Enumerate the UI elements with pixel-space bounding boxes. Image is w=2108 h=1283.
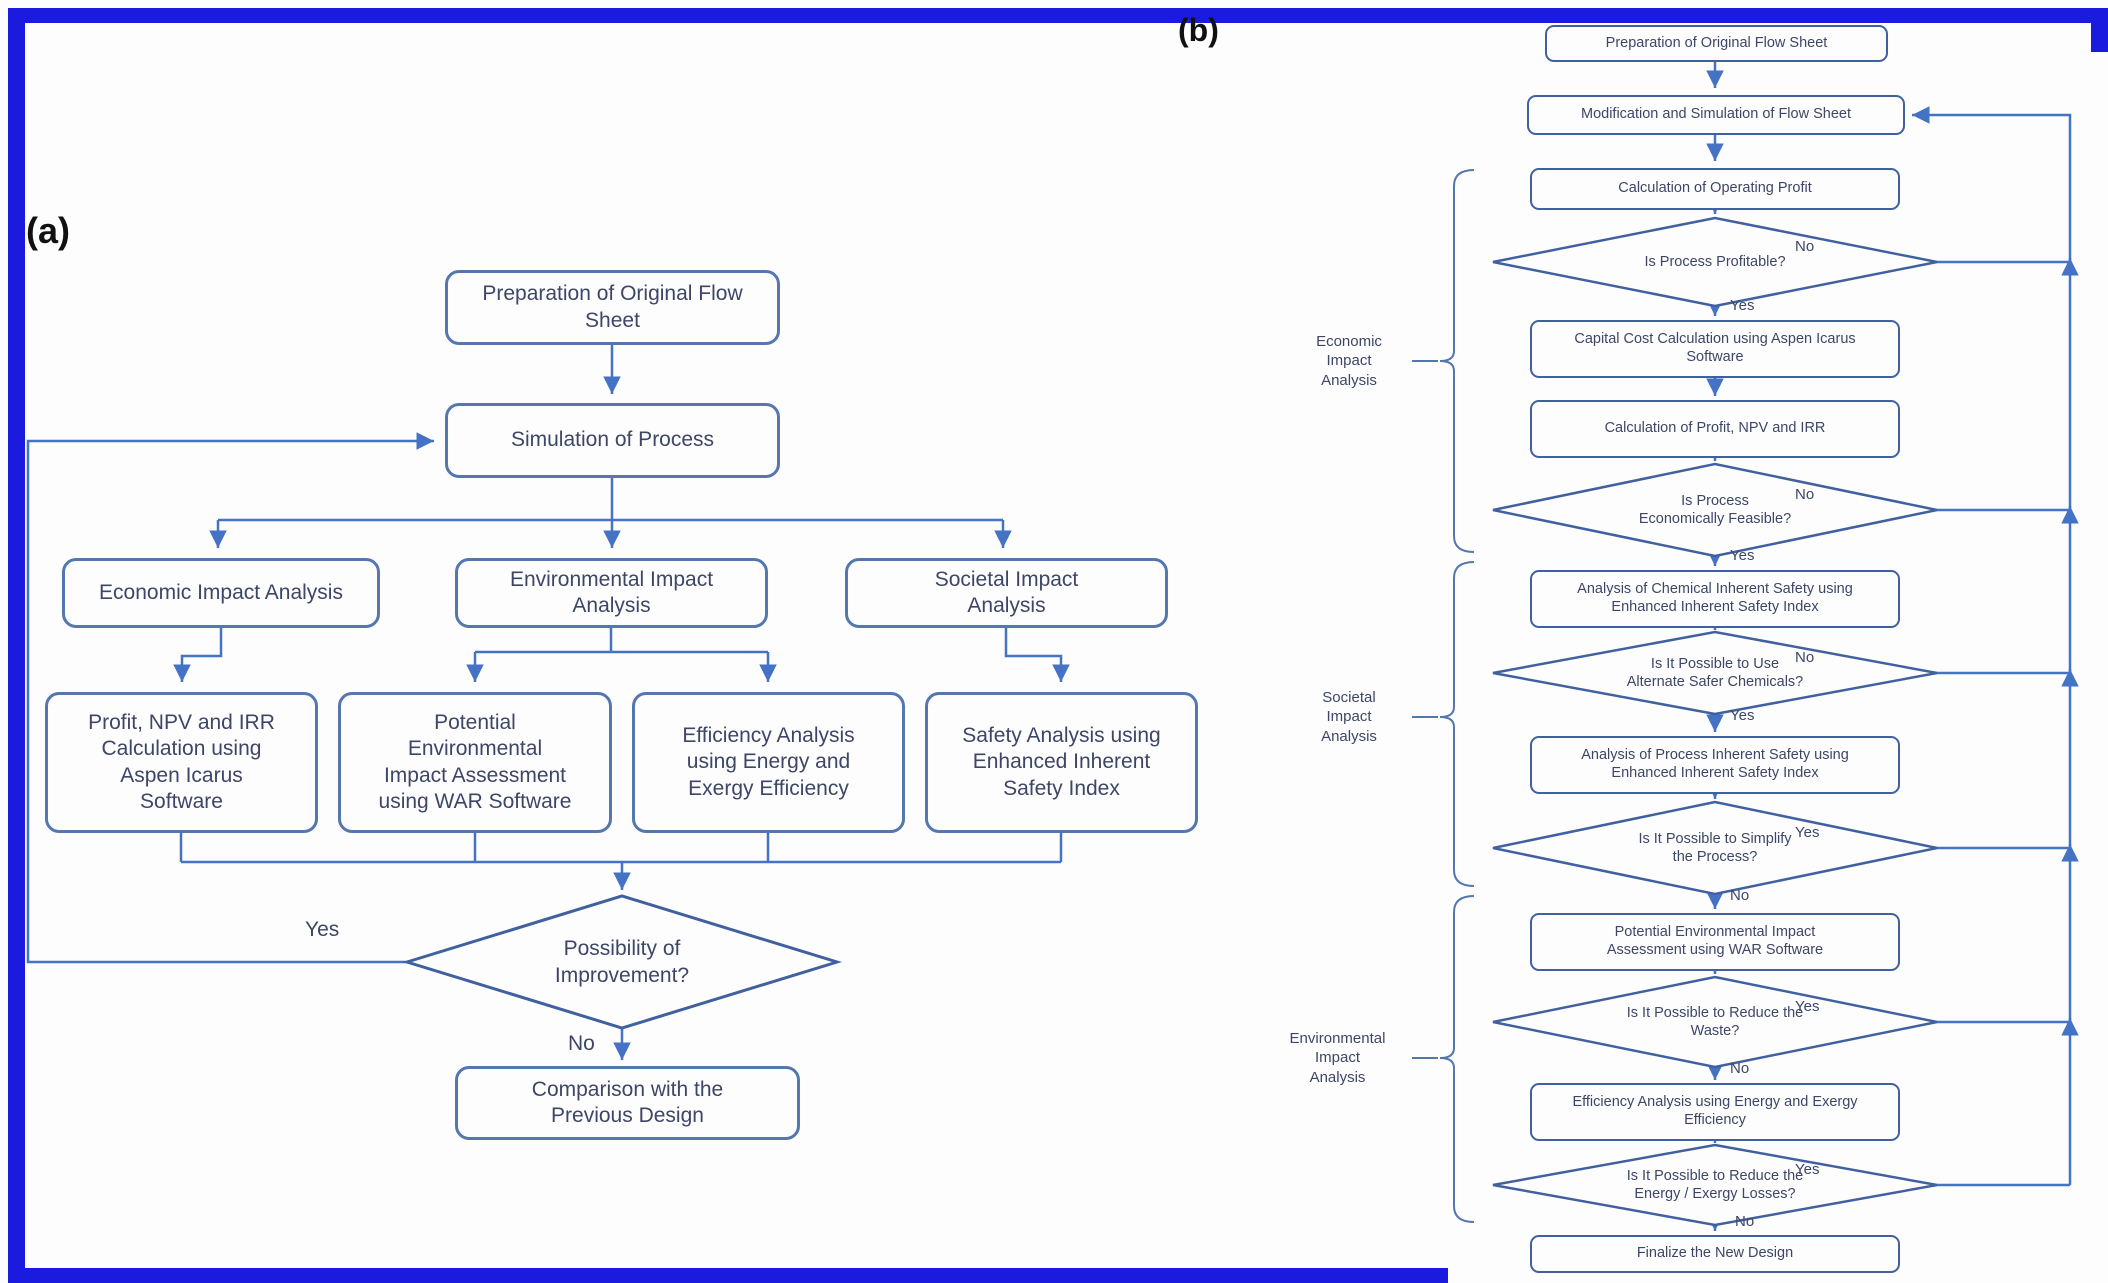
node-a-preparation: Preparation of Original Flow Sheet <box>445 270 780 345</box>
node-a-environmental: Environmental Impact Analysis <box>455 558 768 628</box>
branch-b5-down-label: No <box>1730 1060 1750 1077</box>
node-a-efficiency: Efficiency Analysis using Energy and Exe… <box>632 692 905 833</box>
node-b-process-safety: Analysis of Process Inherent Safety usin… <box>1530 736 1900 794</box>
branch-b4-down-label: No <box>1730 887 1750 904</box>
decision-b-profitable: Is Process Profitable? <box>1644 253 1786 270</box>
node-a-comparison: Comparison with the Previous Design <box>455 1066 800 1140</box>
branch-a-yes-label: Yes <box>305 918 340 941</box>
node-b-efficiency: Efficiency Analysis using Energy and Exe… <box>1530 1083 1900 1141</box>
node-b-profit-npv-irr: Calculation of Profit, NPV and IRR <box>1530 400 1900 458</box>
branch-b4-right-label: Yes <box>1795 824 1820 841</box>
node-a-profit-npv-irr: Profit, NPV and IRR Calculation using As… <box>45 692 318 833</box>
branch-b1-down-label: Yes <box>1730 297 1755 314</box>
branch-b5-right-label: Yes <box>1795 998 1820 1015</box>
section-label-environmental: Environmental Impact Analysis <box>1289 1029 1386 1086</box>
frame-top <box>8 8 2100 23</box>
branch-b6-down-label: No <box>1735 1213 1755 1230</box>
decision-b-reduce-waste: Is It Possible to Reduce the Waste? <box>1626 1004 1804 1039</box>
node-a-societal: Societal Impact Analysis <box>845 558 1168 628</box>
node-b-capital-cost: Capital Cost Calculation using Aspen Ica… <box>1530 320 1900 378</box>
frame-left <box>8 8 25 1283</box>
branch-b1-right-label: No <box>1795 238 1815 255</box>
node-a-war-assessment: Potential Environmental Impact Assessmen… <box>338 692 612 833</box>
panel-a-label: (a) <box>26 210 70 251</box>
decision-b-reduce-energy-losses: Is It Possible to Reduce the Energy / Ex… <box>1626 1167 1804 1202</box>
branch-b6-right-label: Yes <box>1795 1161 1820 1178</box>
branch-b3-down-label: Yes <box>1730 707 1755 724</box>
node-b-finalize: Finalize the New Design <box>1530 1235 1900 1273</box>
branch-b3-right-label: No <box>1795 649 1815 666</box>
node-a-simulation: Simulation of Process <box>445 403 780 478</box>
section-label-economic: Economic Impact Analysis <box>1316 332 1382 389</box>
branch-b2-down-label: Yes <box>1730 547 1755 564</box>
section-label-societal: Societal Impact Analysis <box>1321 688 1377 745</box>
decision-b-alternate-chemicals: Is It Possible to Use Alternate Safer Ch… <box>1626 655 1804 690</box>
node-b-modification: Modification and Simulation of Flow Shee… <box>1527 95 1905 135</box>
frame-bottom <box>8 1268 1448 1283</box>
frame-right-nub <box>2091 8 2108 52</box>
node-a-safety: Safety Analysis using Enhanced Inherent … <box>925 692 1198 833</box>
node-a-economic: Economic Impact Analysis <box>62 558 380 628</box>
decision-b-simplify-process: Is It Possible to Simplify the Process? <box>1638 830 1792 865</box>
panel-b-label: (b) <box>1178 12 1219 48</box>
node-b-chemical-safety: Analysis of Chemical Inherent Safety usi… <box>1530 570 1900 628</box>
decision-a-possibility-of-improvement: Possibility of Improvement? <box>554 936 690 987</box>
branch-a-no-label: No <box>568 1032 595 1055</box>
branch-b2-right-label: No <box>1795 486 1815 503</box>
node-b-operating-profit: Calculation of Operating Profit <box>1530 168 1900 210</box>
node-b-preparation: Preparation of Original Flow Sheet <box>1545 25 1888 62</box>
node-b-war-assessment: Potential Environmental Impact Assessmen… <box>1530 913 1900 971</box>
decision-b-economically-feasible: Is Process Economically Feasible? <box>1638 492 1792 527</box>
